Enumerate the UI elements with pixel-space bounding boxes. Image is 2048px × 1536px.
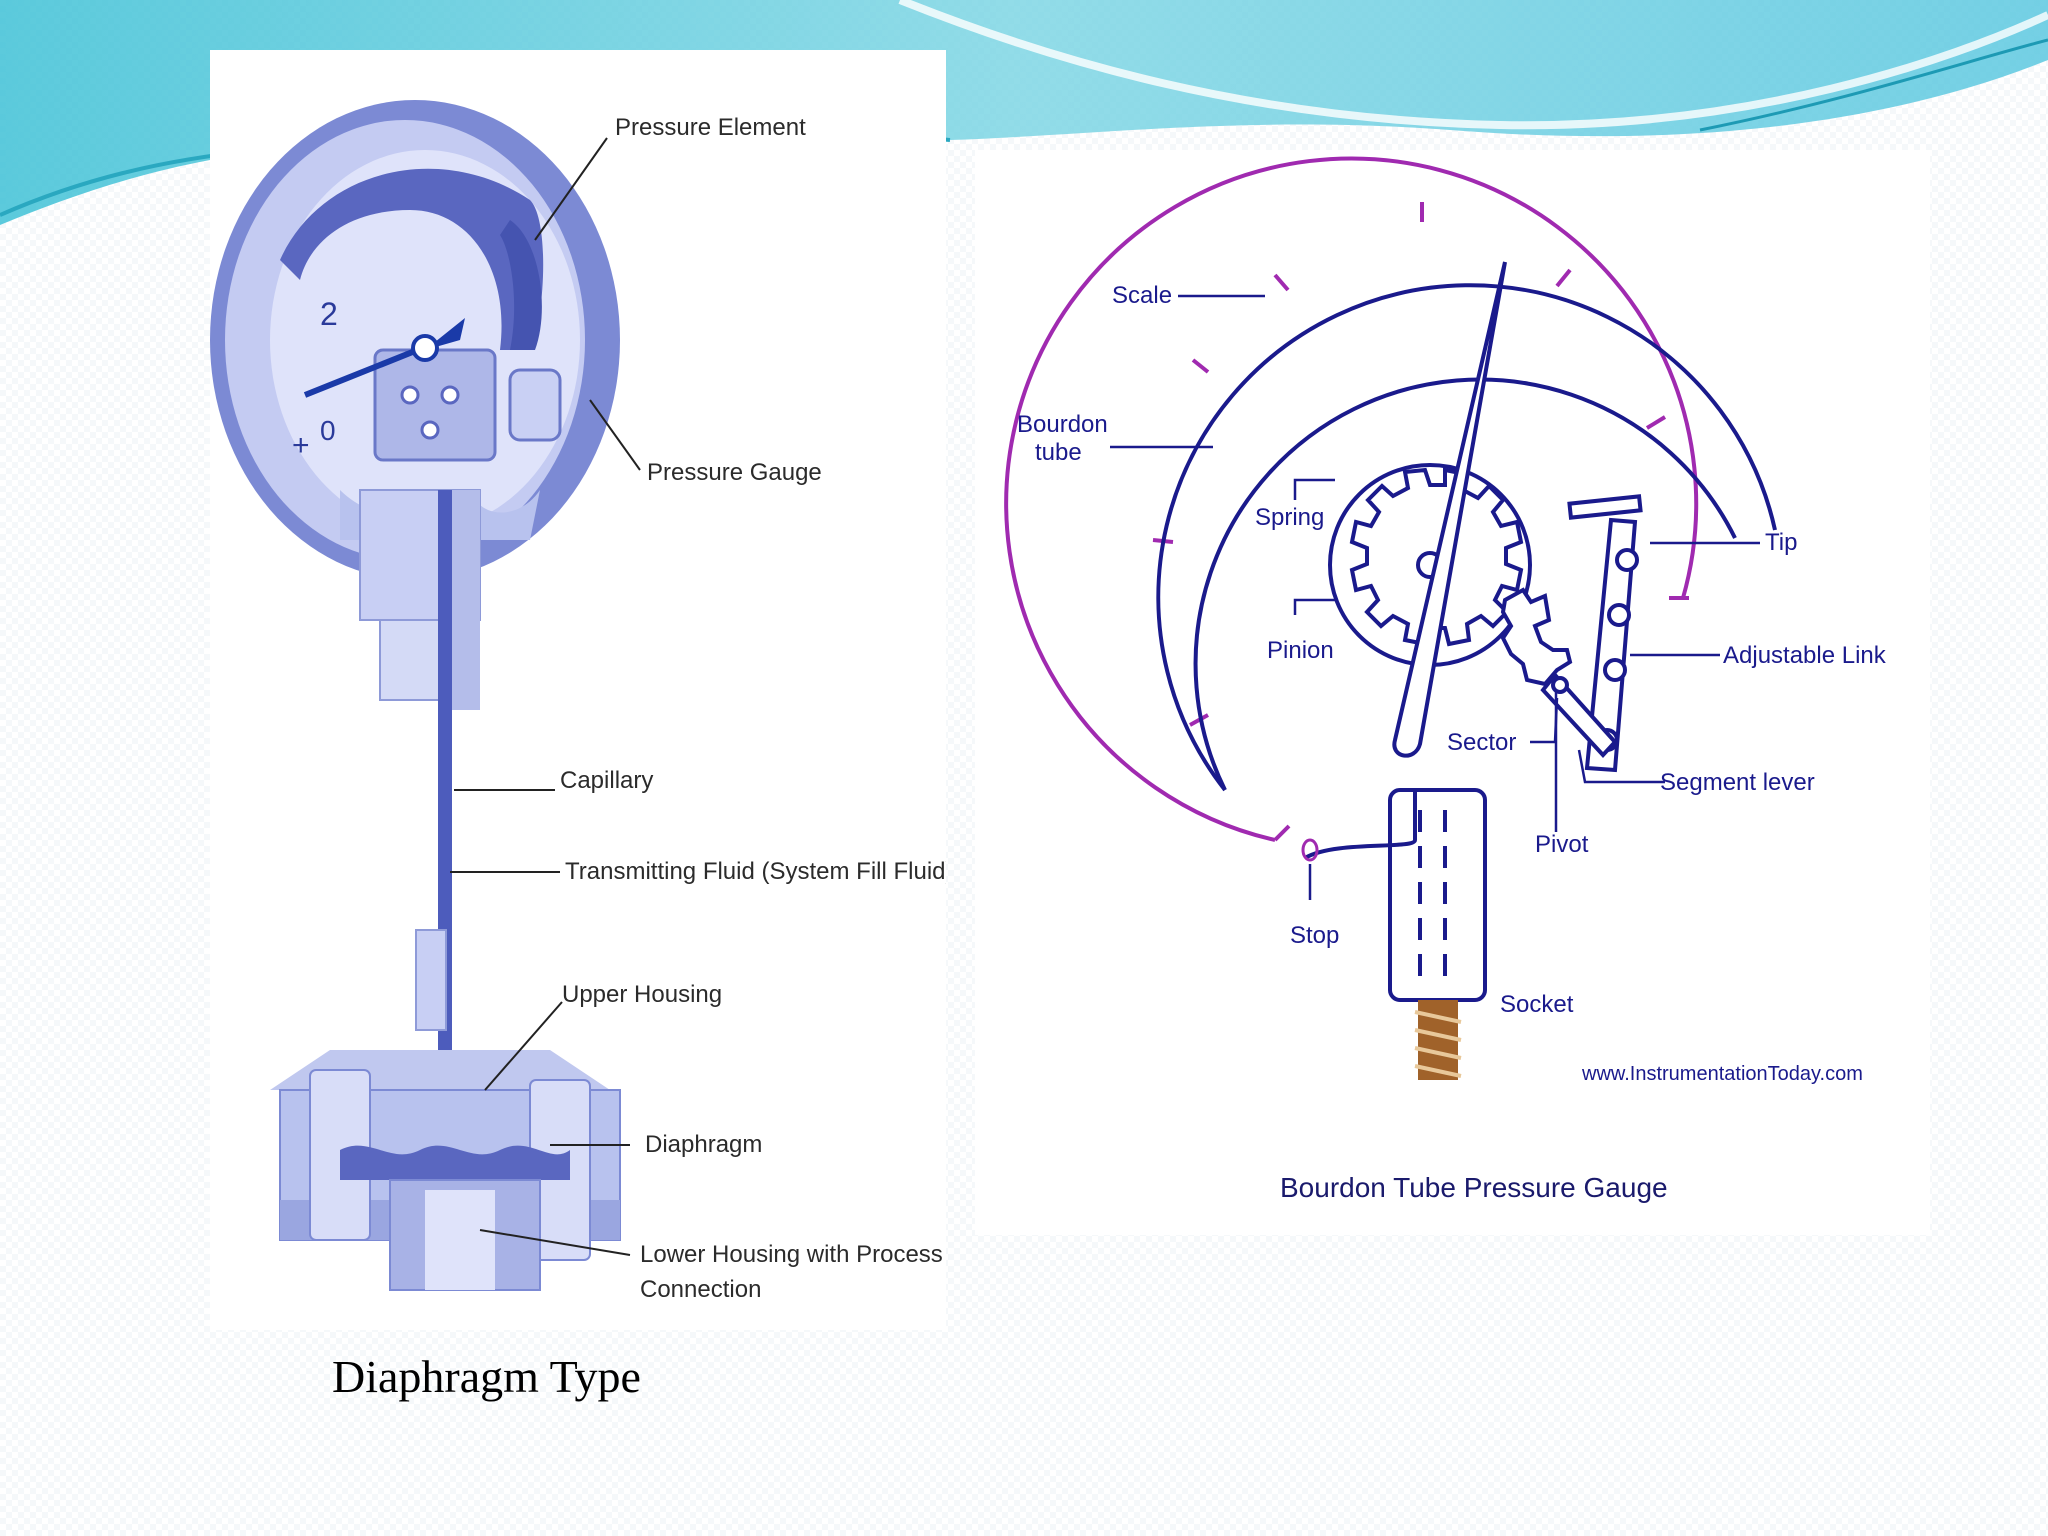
scale-arc	[1004, 156, 1699, 842]
scale-number-2: 2	[320, 296, 338, 332]
label-arrows	[1110, 294, 1760, 900]
label-upper-housing: Upper Housing	[562, 981, 722, 1008]
label-scale: Scale	[1112, 282, 1172, 309]
label-bourdon-line1: Bourdon	[1017, 411, 1108, 438]
label-lower-housing-line2: Connection	[640, 1276, 761, 1303]
diaphragm-housing	[270, 1050, 621, 1291]
bourdon-title: Bourdon Tube Pressure Gauge	[1280, 1172, 1668, 1203]
label-diaphragm: Diaphragm	[645, 1131, 762, 1158]
label-tip: Tip	[1765, 529, 1797, 556]
label-pinion: Pinion	[1267, 637, 1334, 664]
diaphragm-diagram-panel: 2 0 +	[210, 50, 954, 1330]
label-pressure-gauge: Pressure Gauge	[647, 459, 822, 486]
scale-number-0: 0	[320, 415, 336, 446]
bourdon-gauge-illustration: Scale Bourdon tube Spring Pinion Tip Adj…	[1004, 156, 1887, 1203]
source-website: www.InstrumentationToday.com	[1581, 1063, 1863, 1085]
label-segment-lever: Segment lever	[1660, 769, 1815, 796]
bourdon-diagram-panel: Scale Bourdon tube Spring Pinion Tip Adj…	[975, 150, 1930, 1235]
label-lower-housing-line1: Lower Housing with Process	[640, 1241, 943, 1268]
leader-lines	[450, 137, 641, 1256]
label-stop: Stop	[1290, 922, 1339, 949]
label-transmitting-fluid: Transmitting Fluid (System Fill Fluid)	[565, 858, 946, 885]
diaphragm-caption: Diaphragm Type	[332, 1351, 641, 1402]
label-capillary: Capillary	[560, 767, 653, 794]
label-pressure-element: Pressure Element	[615, 114, 806, 141]
label-sector: Sector	[1447, 729, 1516, 756]
socket	[1303, 788, 1487, 1080]
diaphragm-gauge-illustration: 2 0 +	[210, 100, 954, 1303]
label-pivot: Pivot	[1535, 831, 1589, 858]
label-spring: Spring	[1255, 504, 1324, 531]
label-socket: Socket	[1500, 991, 1574, 1018]
bourdon-tube	[1156, 283, 1777, 792]
scale-sign: +	[292, 429, 310, 462]
gauge-dial: 2 0 +	[210, 100, 620, 580]
label-adjustable-link: Adjustable Link	[1723, 642, 1887, 669]
capillary-stem	[340, 489, 540, 1210]
stop-marker	[1301, 838, 1319, 862]
label-bourdon-line2: tube	[1035, 439, 1082, 466]
pointer-needle	[1392, 261, 1507, 758]
sector-and-links	[1500, 494, 1643, 773]
